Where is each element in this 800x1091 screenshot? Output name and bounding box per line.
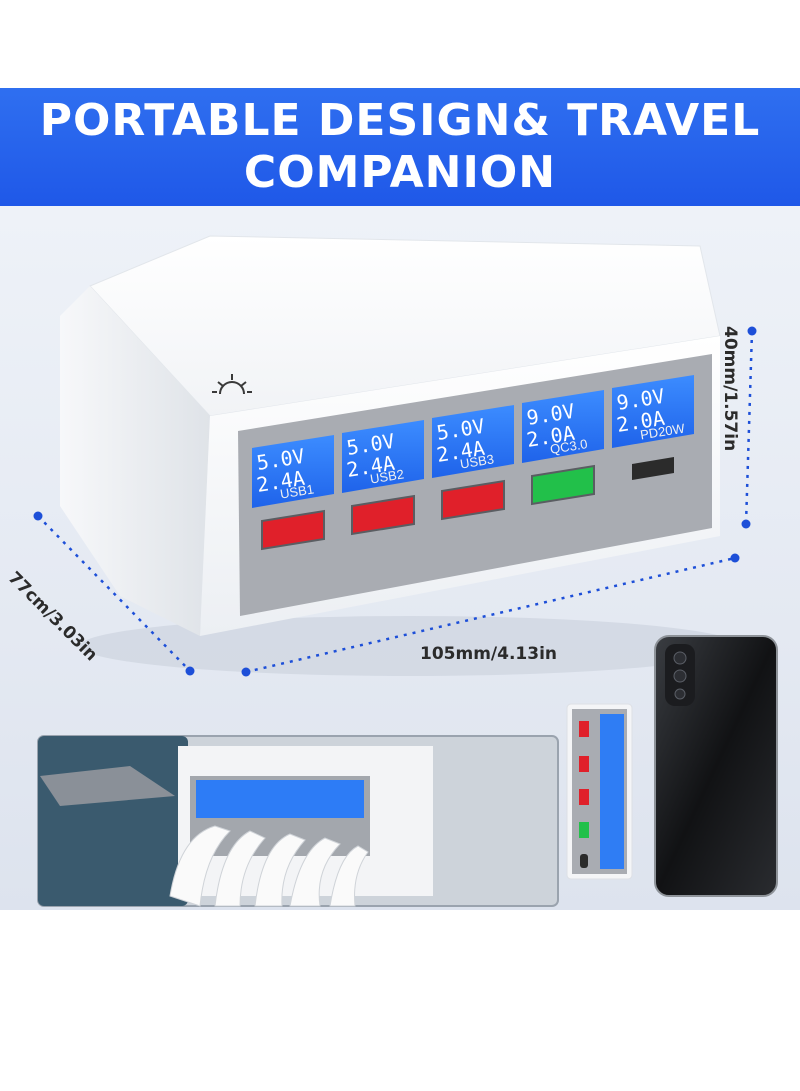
- light-button-icon: [212, 374, 252, 395]
- charging-port: [632, 457, 674, 480]
- lcd-screen: 9.0V2.0A: [612, 375, 694, 448]
- height-dimension-line: [744, 330, 754, 525]
- lcd-screen: 5.0V2.4A: [252, 435, 334, 508]
- headline-line-2: COMPANION: [243, 147, 557, 198]
- in-use-photo: [37, 735, 559, 907]
- charger-illustration: 5.0V2.4A5.0V2.4A5.0V2.4A9.0V2.0A9.0V2.0A: [33, 235, 778, 907]
- dimension-endpoints: [33, 326, 757, 677]
- charger-side: [60, 286, 210, 636]
- headline-line-1: PORTABLE DESIGN& TRAVEL: [39, 95, 761, 146]
- headline-banner: PORTABLE DESIGN& TRAVEL COMPANION: [0, 88, 800, 206]
- width-dimension-line: [245, 556, 736, 674]
- bottom-margin: [0, 910, 800, 1091]
- lcd-screen: 5.0V2.4A: [342, 420, 424, 493]
- charging-port: [351, 494, 415, 536]
- charger-top: [89, 235, 721, 417]
- height-dimension-label: 40mm/1.57in: [720, 326, 740, 452]
- charging-port: [531, 464, 595, 506]
- charging-port: [261, 509, 325, 551]
- charging-port: [441, 479, 505, 521]
- depth-dimension-line: [37, 515, 191, 672]
- width-dimension-label: 105mm/4.13in: [420, 644, 557, 664]
- lcd-screen: 9.0V2.0A: [522, 390, 604, 463]
- charger-shadow: [80, 616, 740, 676]
- smartphone-illustration: [654, 635, 778, 897]
- dimension-lines: [37, 330, 754, 674]
- lcd-screen: 5.0V2.4A: [432, 405, 514, 478]
- charger-front-view-thumbnail: [566, 703, 633, 880]
